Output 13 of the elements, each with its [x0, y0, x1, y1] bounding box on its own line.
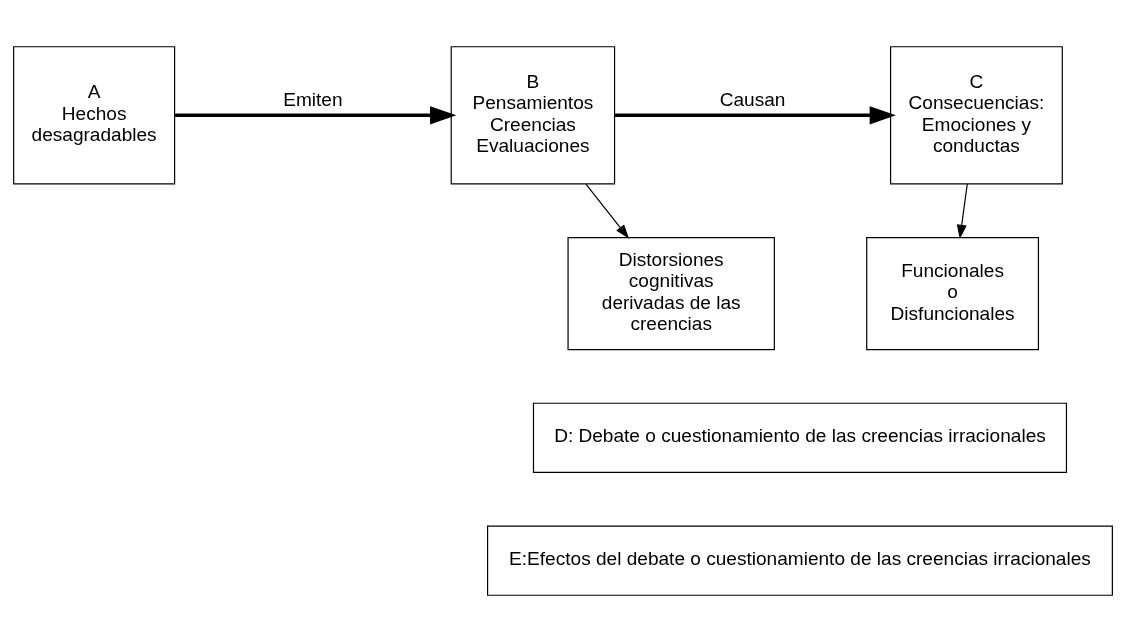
node-box: E:Efectos del debate o cuestionamiento de las creencias irracionales — [487, 525, 1113, 596]
node-box: Funcionales o Disfuncionales — [866, 236, 1040, 351]
node-box: D: Debate o cuestionamiento de las creencias irracionales — [532, 402, 1068, 473]
arrow — [585, 183, 629, 239]
arrow — [956, 183, 968, 240]
arrow — [614, 106, 896, 125]
node-box: Distorsiones cognitivas derivadas de las creencias — [567, 236, 775, 351]
node-box: B Pensamientos Creencias Evaluaciones — [450, 46, 616, 185]
node-box: C Consecuencias: Emociones y conductas — [890, 46, 1063, 185]
edge-label: Causan — [719, 88, 786, 110]
node-box: A Hechos desagradables — [13, 46, 176, 185]
edge-label: Emiten — [283, 88, 343, 110]
arrow — [175, 106, 457, 125]
